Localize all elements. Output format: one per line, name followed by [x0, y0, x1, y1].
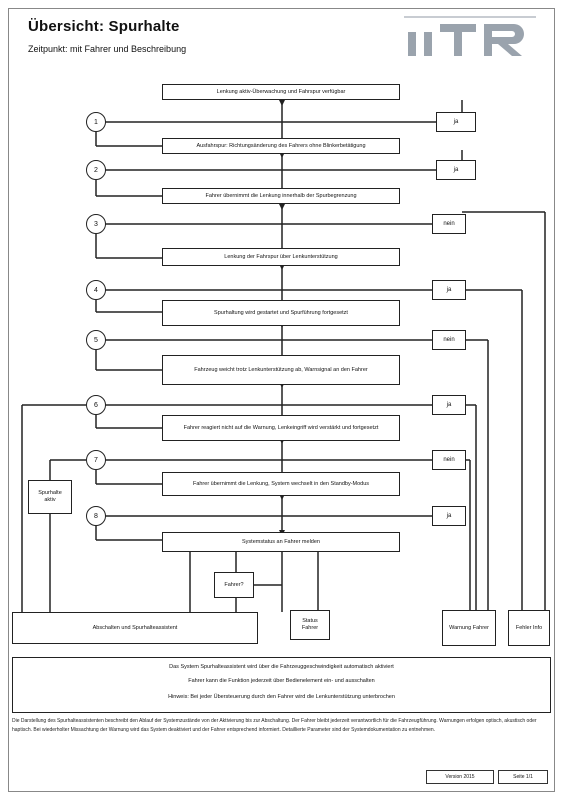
- decision-4: 4: [86, 280, 106, 300]
- decision-5: 5: [86, 330, 106, 350]
- decision-7: 7: [86, 450, 106, 470]
- note-line-2: Fahrer kann die Funktion jederzeit über …: [188, 678, 375, 684]
- decision-3: 3: [86, 214, 106, 234]
- flow-step-2: Ausfahrspur: Richtungsänderung des Fahre…: [162, 138, 400, 154]
- mtr-logo: [404, 16, 536, 56]
- flow-step-6: Fahrzeug weicht trotz Lenkunterstützung …: [162, 355, 400, 385]
- footer-paragraph: Die Darstellung des Spurhalteassistenten…: [12, 718, 537, 733]
- flow-step-7: Fahrer reagiert nicht auf die Warnung, L…: [162, 415, 400, 441]
- warnung-fahrer-box: Warnung Fahrer: [442, 610, 496, 646]
- side-label-8: ja: [432, 506, 466, 526]
- side-label-4: ja: [432, 280, 466, 300]
- side-label-1: ja: [436, 112, 476, 132]
- decision-8: 8: [86, 506, 106, 526]
- side-label-3: nein: [432, 214, 466, 234]
- side-label-6: ja: [432, 395, 466, 415]
- flow-step-9: Systemstatus an Fahrer melden: [162, 532, 400, 552]
- note-line-1: Das System Spurhalteassistent wird über …: [169, 664, 394, 670]
- flow-step-3: Fahrer übernimmt die Lenkung innerhalb d…: [162, 188, 400, 204]
- flow-step-4: Lenkung der Fahrspur über Lenkunterstütz…: [162, 248, 400, 266]
- decision-6: 6: [86, 395, 106, 415]
- page-title: Übersicht: Spurhalte: [28, 18, 180, 35]
- abschalten-box: Abschalten und Spurhalteassistent: [12, 612, 258, 644]
- fehler-info-box: Fehler Info: [508, 610, 550, 646]
- decision-2: 2: [86, 160, 106, 180]
- decision-1: 1: [86, 112, 106, 132]
- page-subtitle: Zeitpunkt: mit Fahrer und Beschreibung: [28, 44, 187, 54]
- flow-step-1: Lenkung aktiv-Überwachung und Fahrspur v…: [162, 84, 400, 100]
- side-label-5: nein: [432, 330, 466, 350]
- side-label-2: ja: [436, 160, 476, 180]
- footer-page-tag: Seite 1/1: [498, 770, 548, 784]
- notes-box: Das System Spurhalteassistent wird über …: [12, 657, 551, 713]
- side-label-7: nein: [432, 450, 466, 470]
- note-line-3: Hinweis: Bei jeder Übersteuerung durch d…: [168, 694, 395, 700]
- footer-version-tag: Version 2015: [426, 770, 494, 784]
- center-decision-box: Fahrer?: [214, 572, 254, 598]
- status-fahrer-box: Status Fahrer: [290, 610, 330, 640]
- flow-step-5: Spurhaltung wird gestartet und Spurführu…: [162, 300, 400, 326]
- spurhalte-aktiv-box: Spurhalte aktiv: [28, 480, 72, 514]
- flow-step-8: Fahrer übernimmt die Lenkung, System wec…: [162, 472, 400, 496]
